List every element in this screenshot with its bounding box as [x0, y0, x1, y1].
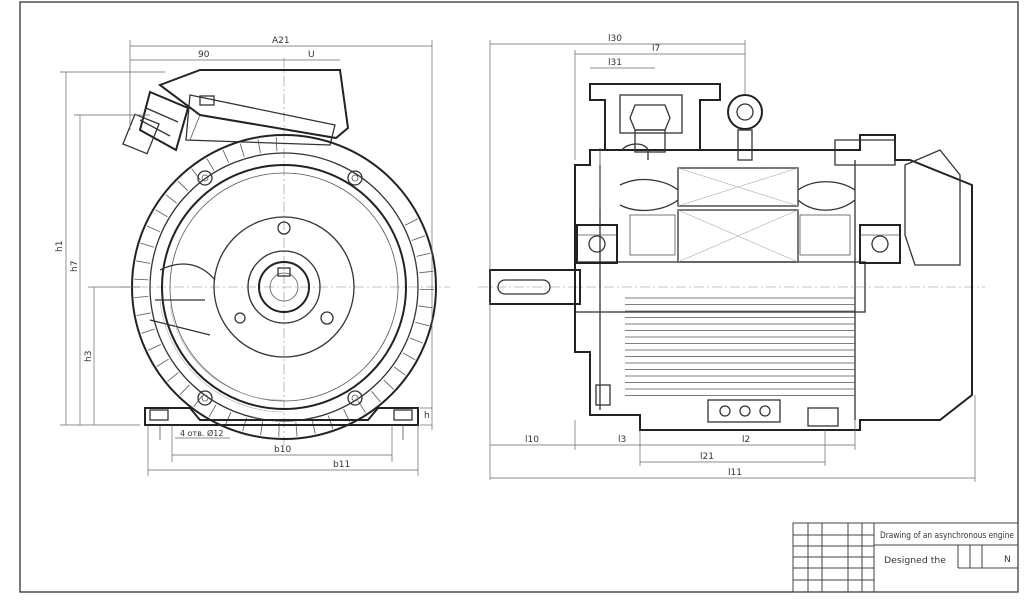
side-dim-bottom-overall: l11	[728, 468, 742, 478]
side-dim-bottom-mid: l3	[618, 435, 626, 445]
cooling-fin	[258, 139, 260, 153]
cooling-fin	[240, 144, 244, 157]
cooling-fin	[166, 195, 177, 204]
cooling-fin	[155, 210, 167, 217]
cooling-fin	[403, 353, 415, 360]
cooling-fin	[312, 420, 315, 434]
cooling-fin	[180, 385, 190, 395]
dim-top-left: 90	[198, 50, 210, 60]
dim-foot-label: 4 отв. Ø12	[180, 428, 223, 438]
cooling-fin	[410, 338, 423, 343]
cooling-fin	[405, 219, 417, 225]
cooling-fin	[328, 416, 333, 429]
cooling-fin	[419, 306, 433, 308]
title-block: Drawing of an asynchronous engine Design…	[793, 523, 1018, 592]
cooling-fin	[148, 344, 161, 350]
cooling-fin	[137, 313, 151, 316]
side-section-view: l30 l7 l31 l10 l3 l2 l21 l11	[478, 34, 985, 482]
stator-core	[620, 168, 855, 262]
cooling-fin	[134, 279, 148, 280]
cooling-fin	[178, 181, 188, 191]
dim-foot-height: h	[424, 411, 430, 421]
side-dimensions	[490, 40, 975, 482]
cooling-fin	[415, 322, 429, 326]
bearings	[577, 225, 900, 263]
bolt-holes	[198, 171, 362, 405]
cooling-fin	[412, 236, 425, 241]
cooling-fin	[134, 296, 148, 297]
cooling-fin	[419, 271, 433, 272]
dim-bottom-overall: b11	[333, 460, 350, 470]
cooling-fin	[225, 412, 230, 425]
dim-top-right: U	[308, 50, 315, 60]
side-dim-top-inner: l31	[608, 58, 622, 68]
cooling-fin	[383, 380, 393, 390]
cooling-fin	[167, 373, 178, 382]
cooling-fin	[209, 405, 216, 417]
side-dim-bottom-right: l2	[742, 435, 750, 445]
cooling-fin	[371, 391, 380, 402]
cooling-fin	[276, 137, 277, 151]
side-dim-bottom-left: l10	[525, 435, 539, 445]
side-dim-top-overall: l30	[608, 34, 622, 44]
side-dim-bottom-inner: l21	[700, 452, 714, 462]
title-block-title: Drawing of an asynchronous engine	[880, 531, 1014, 541]
title-block-subtitle: Designed the	[884, 556, 946, 566]
sheet-border	[20, 2, 1018, 592]
cooling-fin	[141, 329, 154, 333]
cooling-fin	[157, 359, 169, 366]
cooling-fin	[147, 226, 160, 232]
cooling-fin	[417, 253, 431, 256]
terminal-box	[123, 70, 348, 154]
cooling-fin	[223, 150, 229, 163]
cooling-fin	[261, 421, 263, 435]
dim-left-low: h3	[84, 351, 94, 362]
title-block-sheet-mark: N	[1004, 555, 1011, 565]
dim-bottom-inner: b10	[274, 445, 291, 455]
cooling-fin	[207, 158, 214, 170]
dim-left-mid: h7	[70, 261, 80, 272]
front-view: A21 90 U h1 h7 h3 4 отв. Ø12 b10 b11 h	[55, 36, 450, 476]
terminal-box-section	[590, 84, 762, 210]
dim-top-overall: A21	[272, 36, 290, 46]
cooling-fin	[394, 367, 405, 375]
cooling-fin	[136, 261, 150, 263]
dim-left-overall: h1	[55, 241, 65, 252]
cooling-fin	[141, 243, 154, 247]
base-terminals	[596, 385, 838, 426]
side-dim-top-right: l7	[652, 44, 660, 54]
